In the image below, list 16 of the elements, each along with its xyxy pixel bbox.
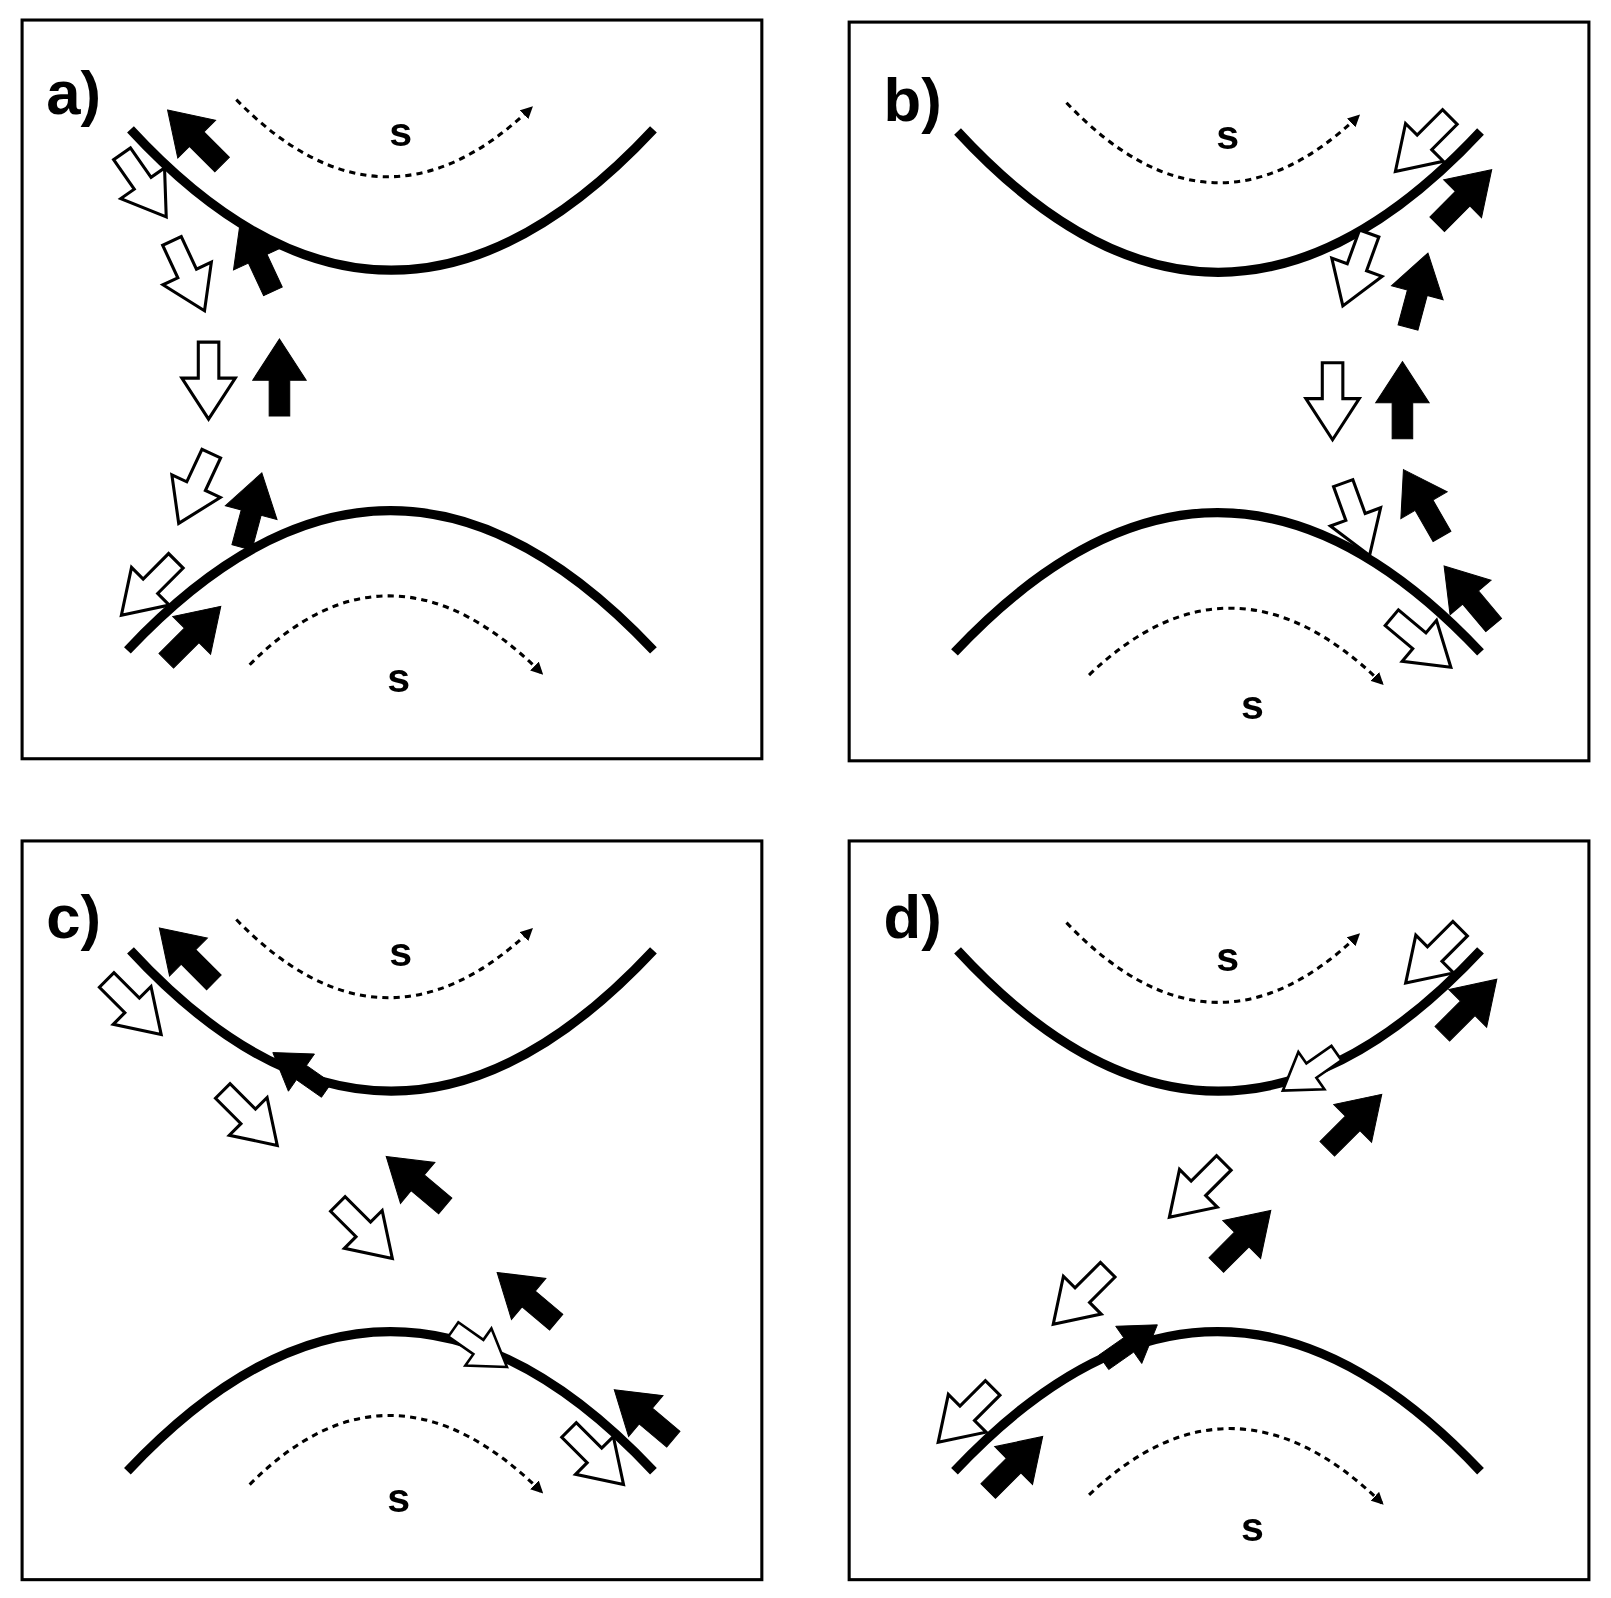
variable-label: s [1216,936,1240,978]
panel-label: c) [46,886,102,949]
panel-label: b) [883,69,942,132]
panel-label: a) [46,62,102,125]
panel-frame [20,839,764,1582]
variable-label: s [387,657,411,699]
panel-frame [847,839,1591,1582]
variable-label: s [1216,114,1240,156]
variable-label: s [1241,684,1264,726]
variable-label: s [387,1477,411,1519]
panel-frame [20,18,764,761]
variable-label: s [389,930,413,972]
variable-label: s [389,110,413,153]
panel-frame [847,20,1591,763]
panel-label: d) [883,886,942,949]
variable-label: s [1241,1506,1264,1548]
